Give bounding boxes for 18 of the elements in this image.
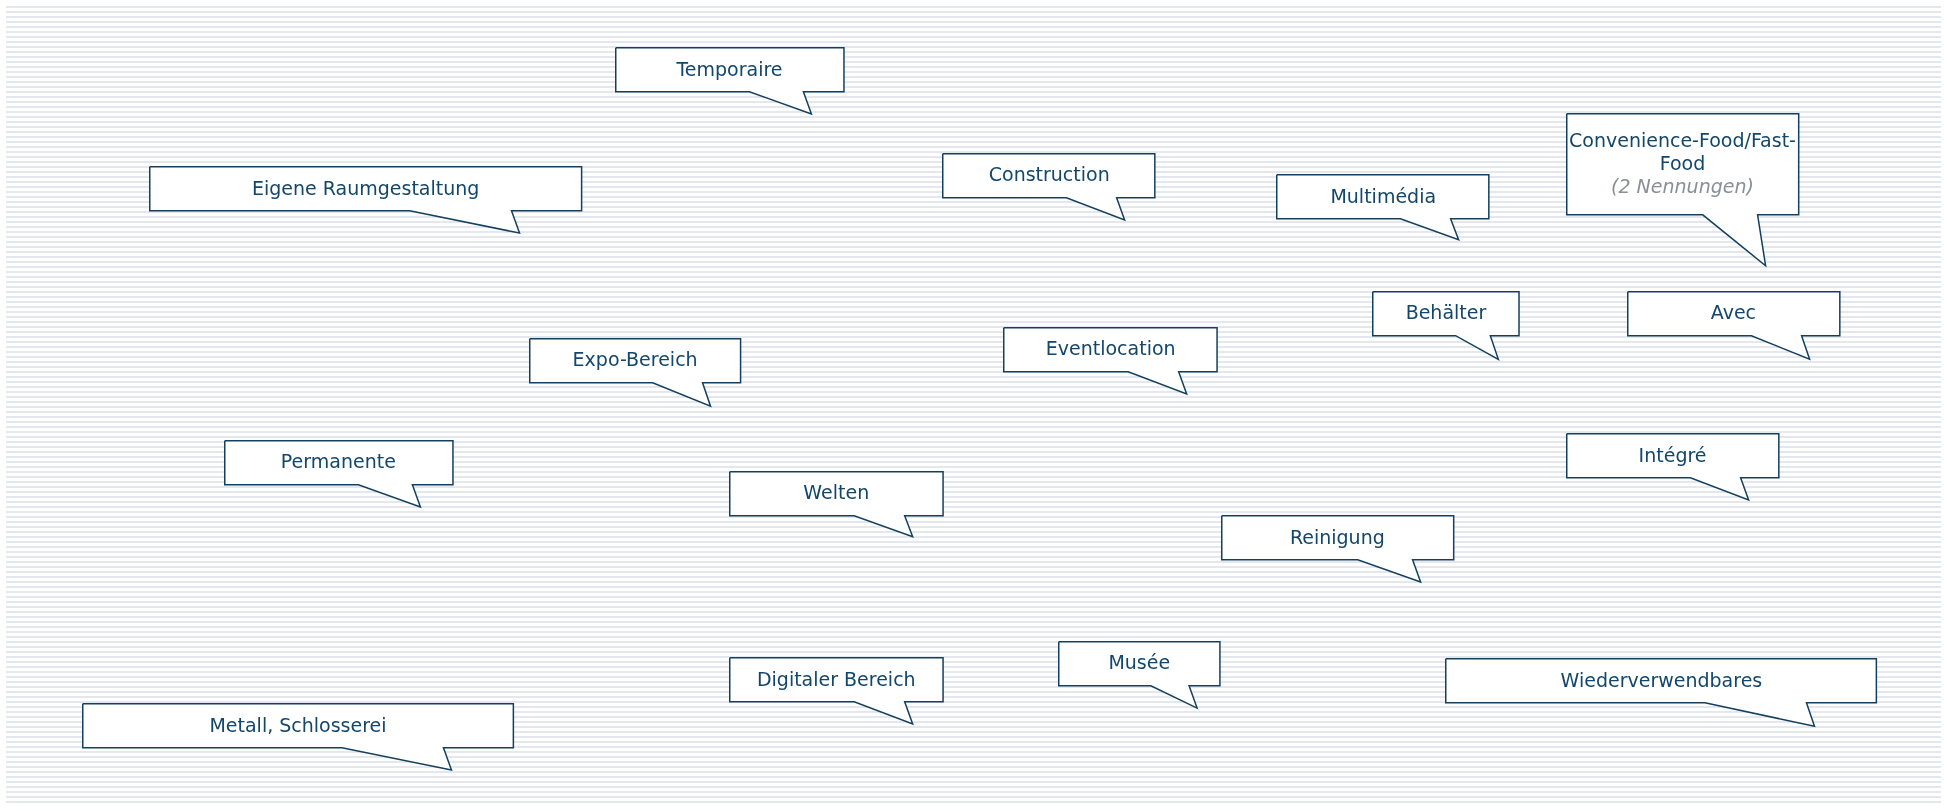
bubble-label: Intégré (1638, 444, 1707, 468)
bubble-label: Eventlocation (1045, 337, 1176, 361)
bubble-label: Behälter (1405, 301, 1487, 325)
bubble-note: (2 Nennungen) (1611, 175, 1754, 199)
bubble-label: Reinigung (1289, 526, 1385, 550)
bubble-label: Convenience-Food/Fast-Food (1568, 129, 1797, 176)
bubble-label: Eigene Raumgestaltung (251, 177, 480, 201)
bubble-label: Avec (1710, 301, 1757, 325)
bubble-label: Digitaler Bereich (756, 667, 916, 691)
bubble-label: Multimédia (1330, 184, 1437, 208)
bubble-label: Metall, Schlosserei (209, 713, 387, 737)
bubble-label: Permanente (280, 450, 396, 474)
bubble-label: Wiederverwendbares (1560, 668, 1763, 692)
bubble-label: Expo-Bereich (572, 348, 698, 372)
bubble-label: Temporaire (676, 57, 783, 82)
bubble-label: Welten (803, 481, 870, 505)
bubble-label: Construction (988, 163, 1110, 187)
bubble-label: Musée (1108, 651, 1171, 675)
